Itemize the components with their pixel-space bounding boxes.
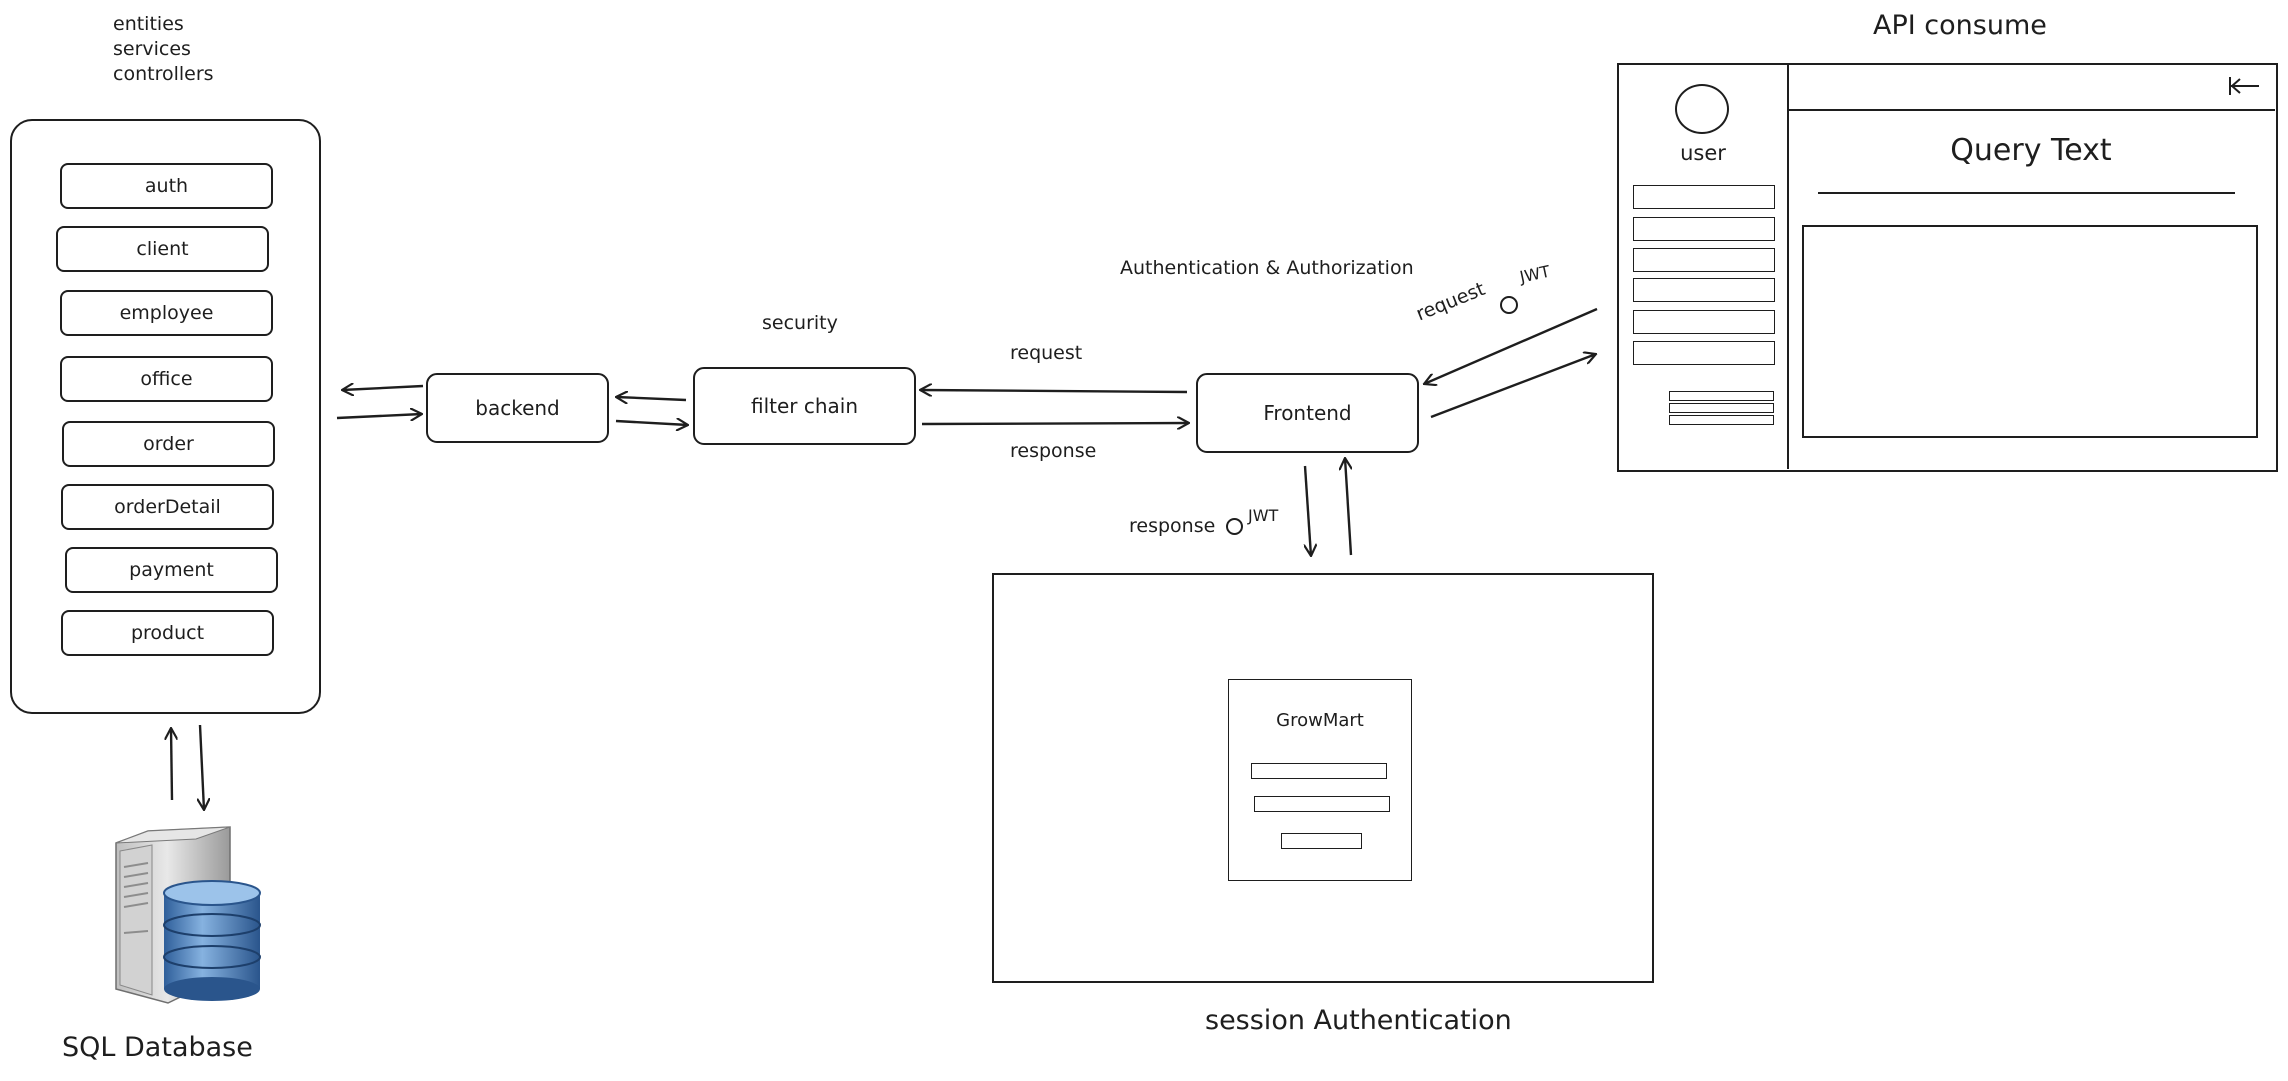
api-window: user Query Text: [1617, 63, 2278, 472]
response-label: response: [1010, 440, 1097, 462]
frontend-node: Frontend: [1196, 373, 1419, 453]
app-name: GrowMart: [1276, 710, 1364, 731]
arrow-request-jwt: [1424, 307, 1598, 384]
security-label: security: [762, 312, 838, 334]
entity-item: office: [60, 356, 273, 402]
sidebar-menu-item[interactable]: [1633, 278, 1775, 302]
sidebar-menu-item[interactable]: [1633, 248, 1775, 272]
jwt-label-response: JWT: [1248, 506, 1279, 525]
arrow-services-to-db: [200, 724, 204, 810]
layers-note-entities: entities: [113, 13, 184, 35]
arrow-db-to-services: [171, 728, 172, 801]
arrow-session-to-frontend: [1345, 458, 1351, 556]
api-consume-title: API consume: [1873, 10, 2047, 41]
user-label: user: [1680, 141, 1726, 165]
sidebar-menu-item[interactable]: [1633, 341, 1775, 365]
entity-item: order: [62, 421, 275, 467]
arrow-frontend-to-session: [1305, 465, 1311, 556]
layers-note-controllers: controllers: [113, 63, 214, 85]
layers-note-services: services: [113, 38, 191, 60]
backend-label: backend: [475, 396, 560, 420]
query-text-heading: Query Text: [1950, 133, 2112, 168]
filter-chain-node: filter chain: [693, 367, 916, 445]
login-button[interactable]: [1281, 833, 1362, 849]
sql-database-caption: SQL Database: [62, 1032, 253, 1063]
session-window: GrowMart: [992, 573, 1654, 983]
arrow-filter-to-backend: [616, 397, 687, 400]
entity-item: employee: [60, 290, 273, 336]
sidebar-subitem[interactable]: [1669, 403, 1774, 413]
request-label: request: [1010, 342, 1083, 364]
token-circle-icon: [1226, 518, 1243, 535]
arrow-response: [921, 423, 1189, 424]
auth-authz-label: Authentication & Authorization: [1120, 257, 1414, 279]
database-server-icon: [108, 823, 268, 1007]
entity-item: orderDetail: [61, 484, 274, 530]
entity-item: payment: [65, 547, 278, 593]
sidebar-subitem[interactable]: [1669, 391, 1774, 401]
token-circle-icon: [1500, 296, 1518, 314]
arrow-request: [920, 390, 1188, 392]
arrow-backend-to-services: [342, 386, 424, 390]
sidebar-menu-item[interactable]: [1633, 310, 1775, 334]
heading-underline: [1818, 192, 2235, 194]
avatar-circle-icon: [1675, 84, 1729, 134]
collapse-left-icon[interactable]: [2227, 74, 2261, 98]
entity-item: product: [61, 610, 274, 656]
query-result-area[interactable]: [1802, 225, 2258, 438]
api-sidebar: user: [1619, 65, 1789, 469]
jwt-label-request: JWT: [1518, 261, 1552, 287]
api-topbar: [1787, 65, 2275, 111]
session-auth-caption: session Authentication: [1205, 1005, 1512, 1036]
sidebar-menu-item[interactable]: [1633, 217, 1775, 241]
filter-chain-label: filter chain: [750, 394, 859, 418]
backend-node: backend: [426, 373, 609, 443]
request-jwt-label: request: [1413, 277, 1489, 326]
frontend-label: Frontend: [1263, 401, 1352, 425]
entity-item: client: [56, 226, 269, 272]
arrow-backend-to-filter: [615, 421, 688, 425]
arrow-services-to-backend: [336, 414, 422, 418]
username-field[interactable]: [1251, 763, 1387, 779]
sidebar-subitem[interactable]: [1669, 415, 1774, 425]
password-field[interactable]: [1254, 796, 1390, 812]
arrow-api-response: [1430, 354, 1596, 419]
response-jwt-label: response: [1129, 515, 1216, 537]
sidebar-menu-item[interactable]: [1633, 185, 1775, 209]
login-card: GrowMart: [1228, 679, 1412, 881]
layers-note: entities services controllers: [113, 12, 214, 87]
entity-item: auth: [60, 163, 273, 209]
